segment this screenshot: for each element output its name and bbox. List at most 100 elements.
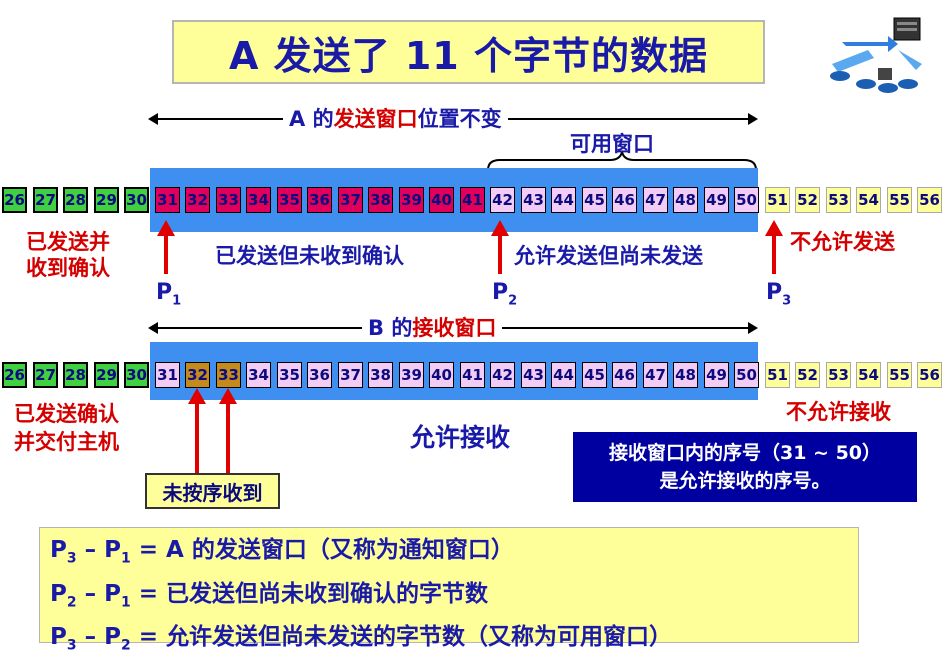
recv-note-line-2: 是允许接收的序号。 bbox=[659, 470, 831, 492]
send-byte-cell: 53 bbox=[826, 187, 851, 213]
recv-byte-cell: 37 bbox=[338, 362, 363, 388]
formula-line: P3 – P1 = A 的发送窗口（又称为通知窗口） bbox=[50, 533, 858, 577]
recv-byte-cell: 27 bbox=[33, 362, 58, 388]
recv-byte-cell: 47 bbox=[643, 362, 668, 388]
p1-letter: P bbox=[156, 280, 173, 305]
send-byte-cell: 41 bbox=[460, 187, 485, 213]
usable-window-label: 可用窗口 bbox=[570, 132, 654, 156]
formula-sub: 3 bbox=[66, 637, 77, 654]
page-title: A 发送了 11 个字节的数据 bbox=[172, 20, 765, 84]
send-byte-cell: 37 bbox=[338, 187, 363, 213]
p3-letter: P bbox=[766, 280, 783, 305]
p3-sub: 3 bbox=[782, 293, 792, 309]
p3-label: P3 bbox=[766, 280, 791, 308]
send-byte-cell: 47 bbox=[643, 187, 668, 213]
formula-term: P bbox=[104, 624, 121, 651]
recv-byte-cell: 39 bbox=[399, 362, 424, 388]
formula-term: P bbox=[50, 537, 67, 563]
allowed-recv-label: 允许接收 bbox=[410, 423, 511, 452]
recv-byte-cell: 28 bbox=[63, 362, 88, 388]
formula-term: P bbox=[104, 580, 121, 607]
recv-byte-cell: 56 bbox=[917, 362, 942, 388]
recv-byte-cell: 34 bbox=[246, 362, 271, 388]
recv-byte-cell: 29 bbox=[94, 362, 119, 388]
recv-acked-label-2: 并交付主机 bbox=[14, 430, 119, 454]
recv-byte-cell: 53 bbox=[826, 362, 851, 388]
recv-byte-cell: 35 bbox=[277, 362, 302, 388]
formula-minus: – bbox=[76, 624, 105, 651]
recv-acked-label-1: 已发送确认 bbox=[14, 402, 119, 426]
recv-byte-cell: 30 bbox=[124, 362, 149, 388]
recv-byte-cell: 50 bbox=[734, 362, 759, 388]
formula-sub: 2 bbox=[66, 594, 77, 611]
recv-byte-cell: 44 bbox=[551, 362, 576, 388]
not-allowed-send-label: 不允许发送 bbox=[790, 230, 895, 254]
recv-byte-cell: 41 bbox=[460, 362, 485, 388]
send-byte-cell: 51 bbox=[765, 187, 790, 213]
recv-byte-cell: 51 bbox=[765, 362, 790, 388]
p2-sub: 2 bbox=[508, 293, 518, 309]
recv-byte-cell: 54 bbox=[856, 362, 881, 388]
recv-byte-cell: 55 bbox=[887, 362, 912, 388]
formula-box: P3 – P1 = A 的发送窗口（又称为通知窗口） P2 – P1 = 已发送… bbox=[39, 527, 859, 654]
formula-text: = A 的发送窗口（又称为通知窗口） bbox=[130, 537, 514, 563]
send-byte-cell: 50 bbox=[734, 187, 759, 213]
send-byte-cell: 33 bbox=[216, 187, 241, 213]
formula-text: = 允许发送但尚未发送的字节数（又称为可用窗口） bbox=[130, 624, 673, 651]
formula-term: P bbox=[104, 537, 121, 563]
formula-minus: – bbox=[76, 537, 105, 563]
recv-byte-cell: 52 bbox=[795, 362, 820, 388]
send-byte-cell: 34 bbox=[246, 187, 271, 213]
p1-sub: 1 bbox=[172, 293, 182, 309]
not-allowed-recv-label: 不允许接收 bbox=[786, 400, 891, 424]
recv-byte-cell: 48 bbox=[673, 362, 698, 388]
out-of-order-arrow-32 bbox=[188, 388, 206, 474]
send-byte-cell: 35 bbox=[277, 187, 302, 213]
send-byte-cell: 40 bbox=[429, 187, 454, 213]
formula-line: P2 – P1 = 已发送但尚未收到确认的字节数 bbox=[50, 577, 858, 621]
send-byte-cell: 48 bbox=[673, 187, 698, 213]
recv-byte-cell: 42 bbox=[490, 362, 515, 388]
send-byte-cell: 26 bbox=[2, 187, 27, 213]
formula-sub: 2 bbox=[120, 637, 131, 654]
formula-text: = 已发送但尚未收到确认的字节数 bbox=[130, 580, 489, 607]
send-byte-cell: 42 bbox=[490, 187, 515, 213]
p2-label: P2 bbox=[492, 280, 517, 308]
send-byte-cell: 36 bbox=[307, 187, 332, 213]
recv-byte-cell: 46 bbox=[612, 362, 637, 388]
send-byte-cell: 32 bbox=[185, 187, 210, 213]
formula-sub: 1 bbox=[120, 550, 131, 567]
send-window-label-suffix: 位置不变 bbox=[417, 107, 502, 131]
send-byte-cell: 49 bbox=[704, 187, 729, 213]
recv-window-note: 接收窗口内的序号（31 ~ 50） 是允许接收的序号。 bbox=[573, 432, 917, 502]
allowed-send-label: 允许发送但尚未发送 bbox=[514, 244, 703, 268]
send-byte-cell: 45 bbox=[582, 187, 607, 213]
send-byte-cell: 56 bbox=[917, 187, 942, 213]
send-byte-cell: 44 bbox=[551, 187, 576, 213]
formula-sub: 3 bbox=[66, 550, 77, 567]
out-of-order-arrow-33 bbox=[219, 388, 237, 474]
network-logo-icon bbox=[830, 17, 922, 93]
recv-byte-cell: 26 bbox=[2, 362, 27, 388]
recv-byte-cell: 45 bbox=[582, 362, 607, 388]
send-acked-label-2: 收到确认 bbox=[26, 256, 110, 280]
send-byte-cell: 28 bbox=[63, 187, 88, 213]
send-byte-cell: 55 bbox=[887, 187, 912, 213]
recv-byte-cell: 38 bbox=[368, 362, 393, 388]
recv-byte-cell: 31 bbox=[155, 362, 180, 388]
recv-window-label: B 的接收窗口 bbox=[362, 312, 503, 342]
recv-byte-cell: 43 bbox=[521, 362, 546, 388]
send-byte-cell: 39 bbox=[399, 187, 424, 213]
send-window-label-red: 发送窗口 bbox=[333, 107, 418, 131]
send-byte-cell: 54 bbox=[856, 187, 881, 213]
p2-arrow bbox=[491, 220, 509, 274]
send-byte-cell: 46 bbox=[612, 187, 637, 213]
p3-arrow bbox=[765, 220, 783, 274]
formula-term: P bbox=[50, 580, 67, 607]
send-window-label: A 的发送窗口位置不变 bbox=[283, 103, 508, 133]
usable-window-brace bbox=[487, 151, 757, 171]
recv-byte-cell: 33 bbox=[216, 362, 241, 388]
recv-window-label-red: 接收窗口 bbox=[412, 316, 497, 340]
recv-byte-cell: 40 bbox=[429, 362, 454, 388]
send-byte-cell: 38 bbox=[368, 187, 393, 213]
